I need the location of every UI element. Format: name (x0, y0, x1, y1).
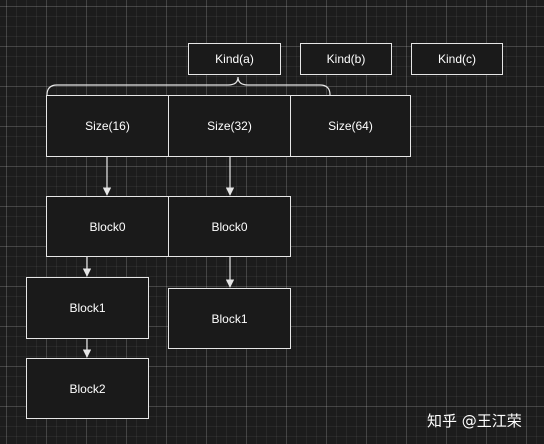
size-16-box: Size(16) (46, 95, 169, 157)
kind-b-label: Kind(b) (326, 52, 366, 66)
size16-block1-box: Block1 (26, 277, 149, 339)
kind-a-box: Kind(a) (188, 43, 281, 75)
size32-block1-box: Block1 (168, 288, 291, 349)
size16-block2-label: Block2 (69, 381, 106, 396)
size-16-label: Size(16) (85, 119, 130, 133)
kind-a-brace (46, 76, 331, 96)
kind-a-label: Kind(a) (215, 52, 254, 66)
kind-b-box: Kind(b) (300, 43, 392, 75)
size32-block0-label: Block0 (211, 219, 248, 234)
size-32-box: Size(32) (168, 95, 291, 157)
size16-block0-label: Block0 (89, 219, 126, 234)
size32-block1-label: Block1 (211, 311, 248, 326)
size32-block0-box: Block0 (168, 196, 291, 257)
size16-block2-box: Block2 (26, 358, 149, 419)
kind-c-label: Kind(c) (437, 52, 476, 66)
size-64-box: Size(64) (290, 95, 411, 157)
size-32-label: Size(32) (207, 119, 252, 133)
kind-c-box: Kind(c) (411, 43, 503, 75)
size16-block1-label: Block1 (69, 301, 106, 315)
watermark-text: 知乎 @王江荣 (427, 412, 522, 430)
size-64-label: Size(64) (328, 119, 373, 133)
size16-block0-box: Block0 (46, 196, 169, 257)
